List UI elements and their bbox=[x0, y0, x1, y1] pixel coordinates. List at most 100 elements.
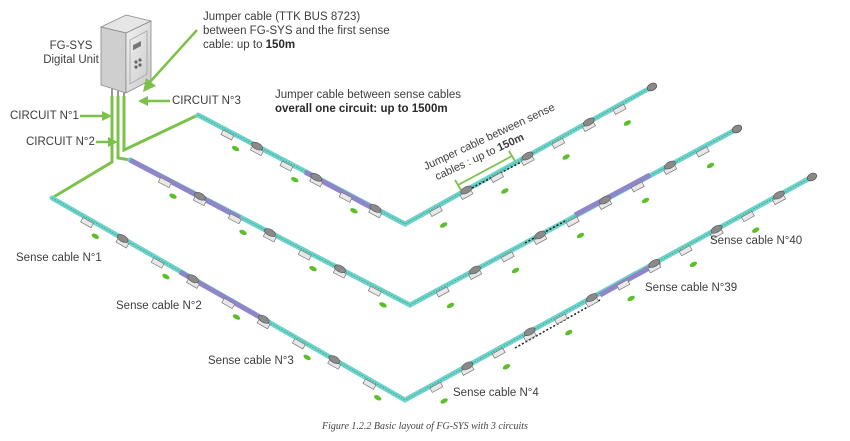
jumper-main-line1: Jumper cable (TTK BUS 8723) bbox=[203, 11, 361, 23]
clip-plate bbox=[740, 211, 755, 223]
label-arrows bbox=[80, 29, 198, 147]
sensor-led bbox=[623, 120, 632, 126]
sensor-led bbox=[162, 273, 170, 280]
clip-plate bbox=[491, 347, 506, 359]
cable-connector bbox=[328, 355, 341, 364]
device-label: FG-SYS Digital Unit bbox=[30, 39, 112, 67]
sense-cable-3-label: Sense cable N°3 bbox=[208, 355, 294, 367]
sensor-led bbox=[562, 154, 570, 160]
sensor-led bbox=[291, 177, 299, 183]
sensor-led bbox=[232, 314, 241, 320]
cable-connector bbox=[648, 259, 661, 268]
jumper-main-line2: between FG-SYS and the first sense bbox=[203, 25, 390, 37]
jumper-main-annotation: Jumper cable (TTK BUS 8723) between FG-S… bbox=[203, 10, 390, 52]
sensor-led bbox=[689, 261, 698, 268]
sensor-led bbox=[350, 208, 358, 214]
clip-plate bbox=[678, 245, 693, 257]
sensor-led bbox=[374, 395, 382, 401]
cable-connector bbox=[599, 195, 611, 205]
cable-clips bbox=[80, 103, 787, 393]
jumper-circuit-annotation: Jumper cable between sense cables overal… bbox=[275, 88, 461, 116]
jumper-main-line3-prefix: cable: up to bbox=[203, 39, 266, 51]
clip-plate bbox=[428, 205, 443, 218]
sensor-led bbox=[231, 145, 240, 152]
sensor-led bbox=[706, 162, 715, 169]
clip-plate bbox=[220, 129, 235, 141]
clip-plate bbox=[616, 279, 631, 291]
device-type: Digital Unit bbox=[43, 54, 99, 66]
clip-plate bbox=[227, 213, 242, 225]
sense-cable-2-label: Sense cable N°2 bbox=[116, 300, 202, 312]
fg-sys-digital-unit bbox=[99, 14, 153, 99]
jumper-circuit-rest: up to 1500m bbox=[377, 103, 448, 115]
sensor-led bbox=[501, 188, 509, 194]
device-name: FG-SYS bbox=[49, 40, 93, 52]
sensor-led bbox=[440, 398, 448, 404]
sensor-led bbox=[502, 364, 511, 370]
sensor-led bbox=[379, 302, 387, 308]
cable-connector bbox=[534, 230, 546, 240]
circuit-2-sense-cables bbox=[127, 127, 738, 308]
jumper-circuit-line1: Jumper cable between sense cables bbox=[275, 89, 462, 101]
sensor-led bbox=[309, 265, 317, 272]
jumper-cables-to-unit bbox=[51, 96, 199, 200]
cable-connector bbox=[334, 264, 346, 274]
sensor-led bbox=[446, 302, 455, 309]
clip-plate bbox=[362, 378, 377, 390]
circuit-1-label: CIRCUIT N°1 bbox=[10, 110, 79, 122]
sensor-led bbox=[303, 354, 311, 361]
figure-caption: Figure 1.2.2 Basic layout of FG-SYS with… bbox=[322, 421, 528, 432]
sensor-led bbox=[576, 232, 585, 239]
sensor-led bbox=[511, 267, 520, 274]
sense-cable-4-label: Sense cable N°4 bbox=[453, 387, 539, 399]
clip-plate bbox=[157, 177, 172, 189]
jumper-circuit-line2: overall one circuit: up to 1500m bbox=[275, 102, 461, 116]
clip-plate bbox=[291, 338, 306, 350]
cable-connector bbox=[469, 265, 481, 275]
cable-connector bbox=[264, 228, 276, 237]
cable-connector bbox=[310, 173, 323, 182]
clip-plate bbox=[630, 181, 645, 193]
cable-connector bbox=[773, 190, 785, 200]
sensor-led bbox=[439, 222, 448, 228]
clip-plate bbox=[80, 217, 94, 229]
cable-connector bbox=[710, 224, 723, 234]
sense-cable-39-label: Sense cable N°39 bbox=[645, 282, 738, 294]
sensor-led bbox=[752, 227, 760, 233]
circuit-2-label: CIRCUIT N°2 bbox=[26, 136, 95, 148]
clip-plate bbox=[565, 216, 580, 228]
clip-plate bbox=[429, 381, 444, 393]
clip-plate bbox=[612, 103, 627, 116]
cable-connector bbox=[369, 204, 382, 213]
sensor-led bbox=[565, 329, 573, 336]
cable-connector bbox=[586, 293, 598, 302]
cable-connector bbox=[460, 185, 473, 195]
cable-connector bbox=[664, 160, 676, 170]
clip-plate bbox=[500, 251, 515, 263]
cable-connector bbox=[116, 234, 129, 243]
status-leds bbox=[91, 120, 760, 404]
clip-plate bbox=[551, 137, 566, 150]
jumper-main-length: 150m bbox=[265, 39, 296, 51]
clip-plate bbox=[435, 286, 450, 298]
clip-plate bbox=[554, 313, 568, 325]
clip-plate bbox=[338, 191, 353, 203]
sensor-led bbox=[641, 197, 650, 204]
sensor-led bbox=[627, 295, 635, 302]
cable-connector bbox=[194, 191, 206, 201]
clip-plate bbox=[695, 146, 710, 158]
clip-plate bbox=[279, 160, 294, 172]
clip-plate bbox=[221, 297, 236, 310]
sensor-led bbox=[169, 193, 177, 199]
sense-cable-40-label: Sense cable N°40 bbox=[710, 235, 803, 247]
cable-connector bbox=[187, 274, 199, 284]
jumper-circuit-bold: overall one circuit: bbox=[275, 103, 378, 115]
cable-connector bbox=[251, 141, 263, 151]
jumper-length-indicator bbox=[454, 150, 516, 191]
cable-end-plugs bbox=[646, 82, 818, 182]
sensor-led bbox=[91, 233, 99, 239]
cable-connector bbox=[258, 314, 270, 324]
clip-plate bbox=[297, 249, 312, 261]
cable-connector bbox=[582, 117, 595, 127]
